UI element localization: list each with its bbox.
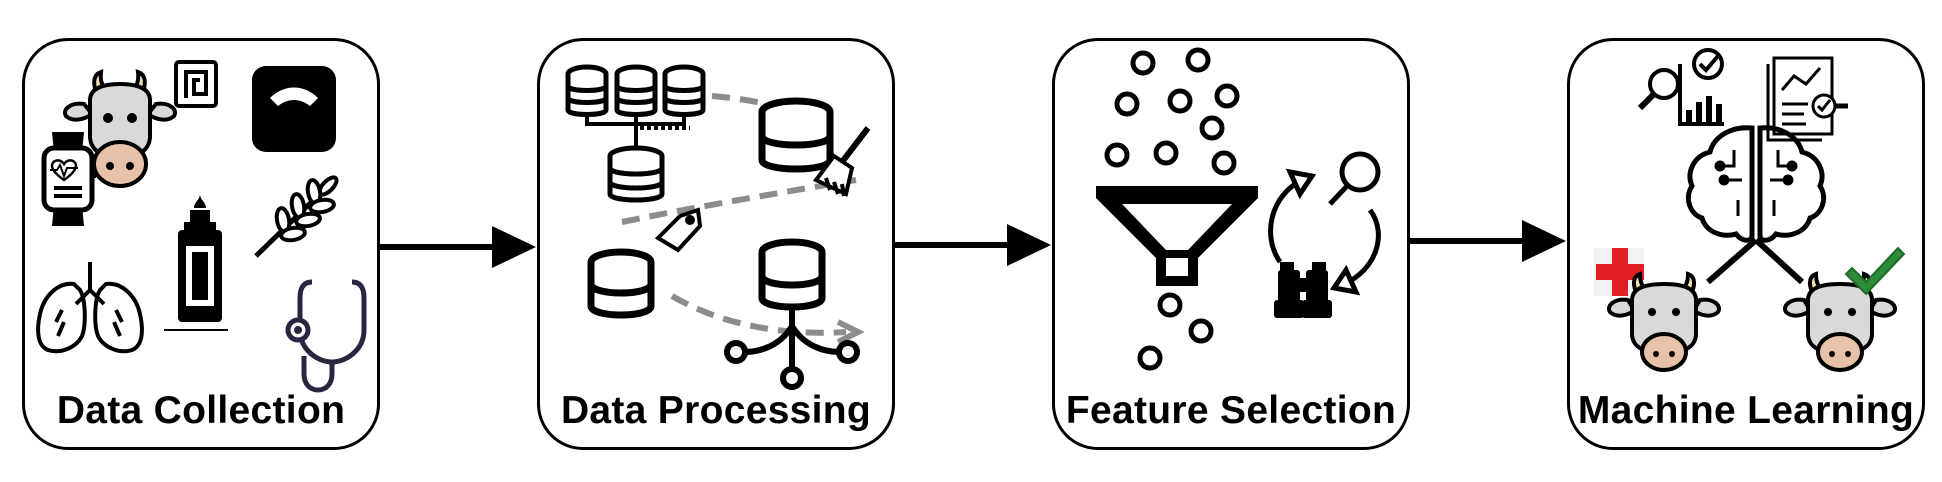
feature-selection-panel: Feature Selection	[1052, 38, 1410, 450]
data-processing-panel: Data Processing	[537, 38, 895, 450]
arrow-collection-to-processing	[380, 226, 536, 268]
data-processing-label: Data Processing	[560, 389, 872, 432]
machine-learning-panel: Machine Learning	[1567, 38, 1925, 450]
feature-selection-label: Feature Selection	[1065, 389, 1397, 432]
machine-learning-label: Machine Learning	[1577, 389, 1915, 432]
data-collection-label: Data Collection	[56, 389, 346, 432]
arrow-selection-to-learning	[1410, 220, 1566, 262]
arrow-processing-to-selection	[895, 224, 1051, 266]
data-collection-panel: Data Collection	[22, 38, 380, 450]
